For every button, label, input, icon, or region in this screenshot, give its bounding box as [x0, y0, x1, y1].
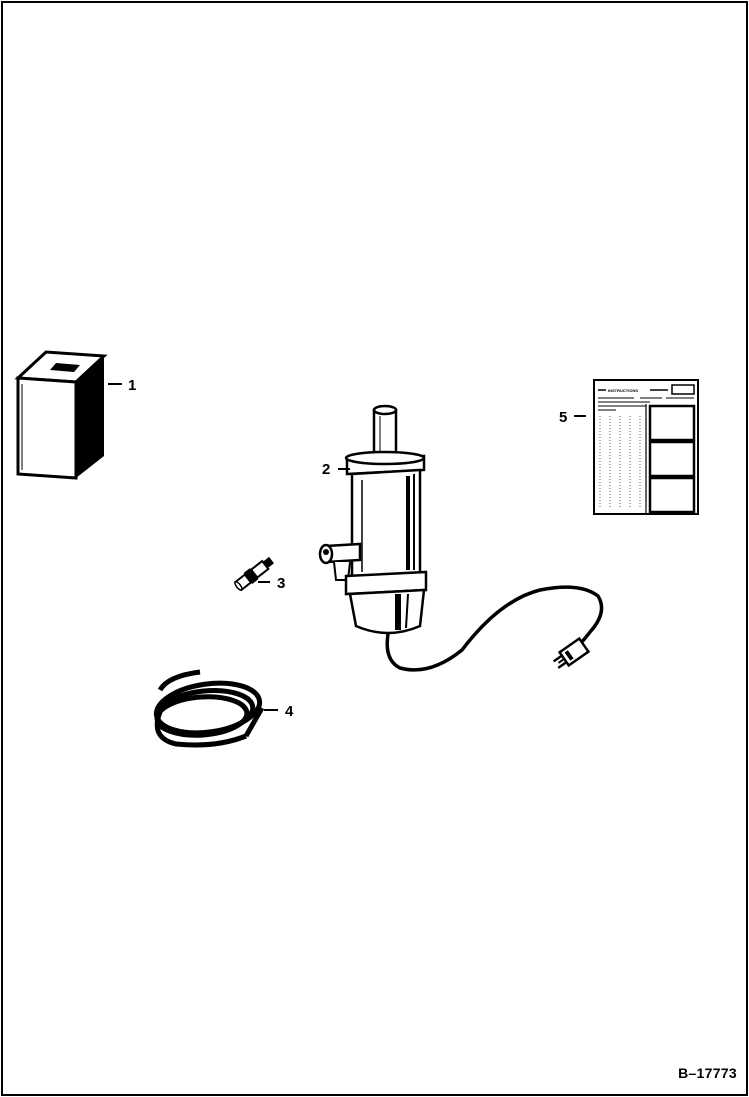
hose-part: [153, 669, 265, 748]
instruction-sheet-heading: INSTRUCTIONS: [608, 388, 638, 393]
figure-reference: B–17773: [678, 1065, 737, 1081]
fitting-part: [233, 556, 275, 592]
instruction-sheet-part: INSTRUCTIONS: [593, 379, 699, 515]
callout-5: 5: [559, 409, 567, 426]
callout-1: 1: [128, 377, 136, 394]
callout-2: 2: [322, 461, 330, 478]
callout-4: 4: [285, 703, 294, 720]
box-part: [14, 350, 108, 480]
heater-part: [318, 404, 604, 672]
callout-3: 3: [277, 575, 285, 592]
